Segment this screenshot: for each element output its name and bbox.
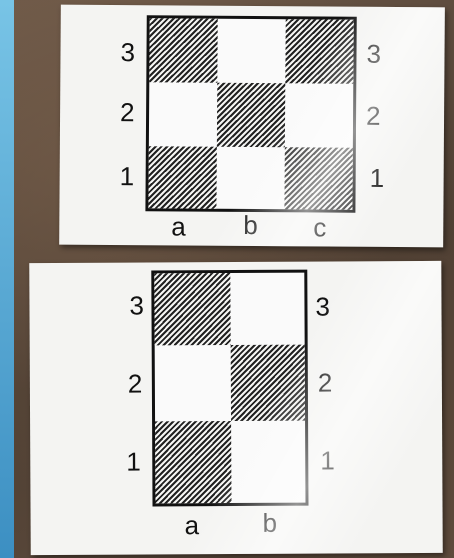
glare (29, 261, 443, 555)
top-card: 3 2 1 3 2 1 a b c (59, 5, 445, 248)
blue-edge (0, 0, 14, 558)
glare (59, 5, 445, 248)
bottom-card: 3 2 1 3 2 1 a b (29, 261, 443, 555)
